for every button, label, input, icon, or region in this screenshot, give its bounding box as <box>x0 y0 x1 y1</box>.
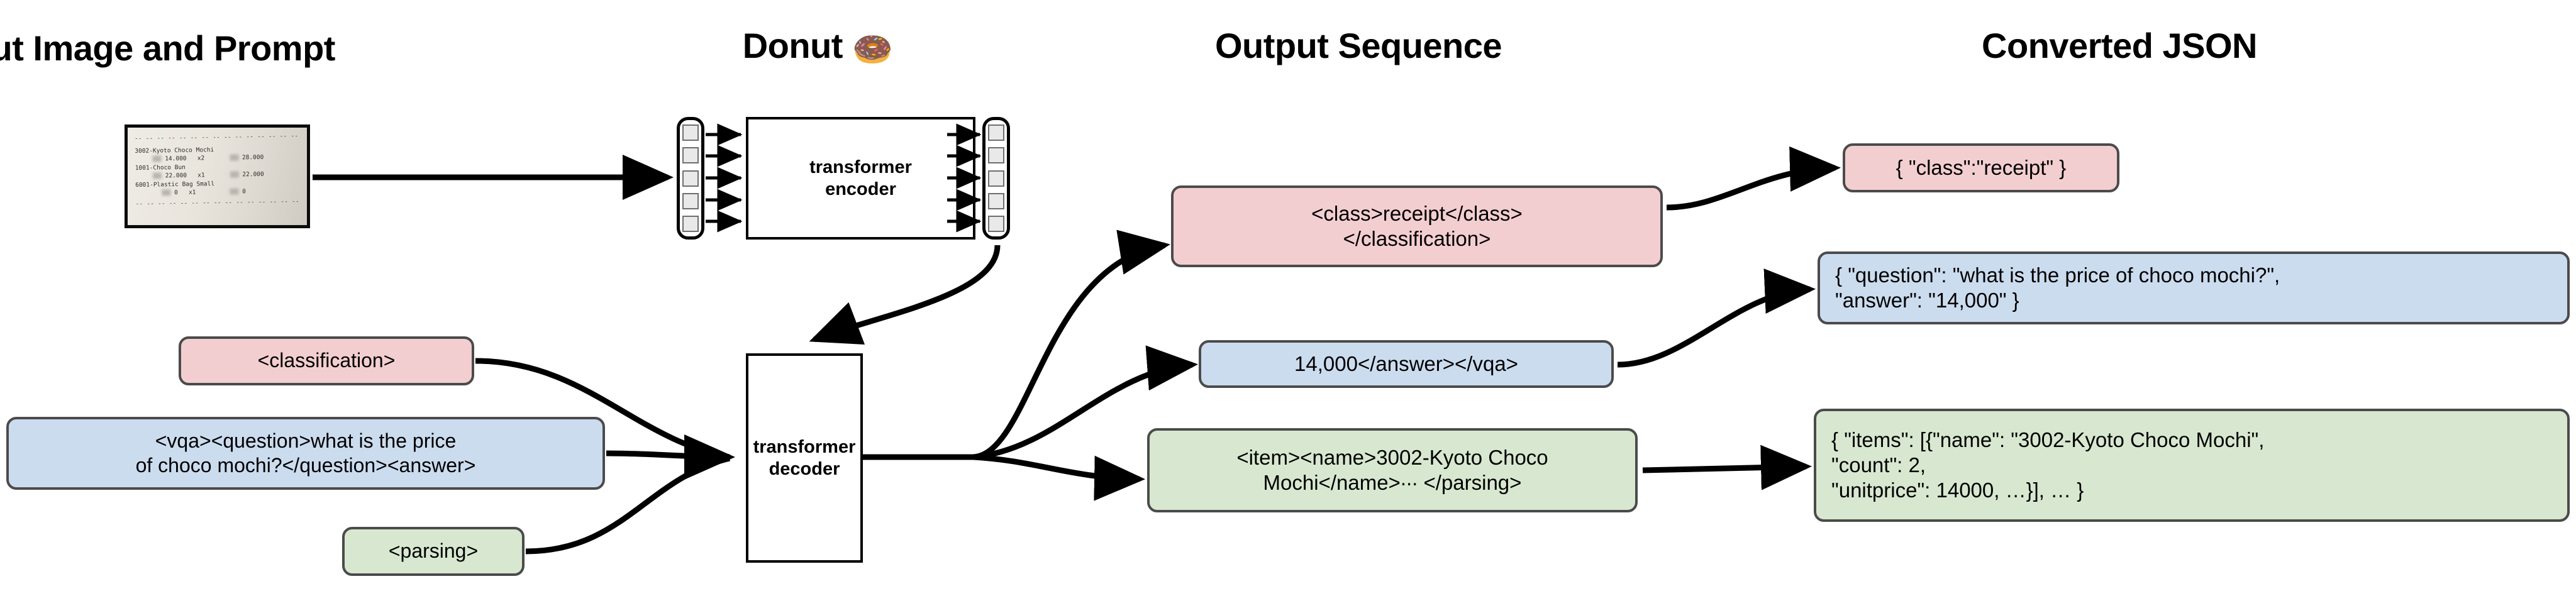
transformer-decoder-box: transformer decoder <box>746 353 863 563</box>
output-classification-label: <class>receipt</class> </classification> <box>1311 201 1523 250</box>
prompt-classification-label: <classification> <box>257 349 396 372</box>
header-converted-json: Converted JSON <box>1982 25 2258 66</box>
prompt-vqa-label: <vqa><question>what is the price of choc… <box>135 429 476 477</box>
token-square <box>682 147 699 164</box>
header-label: Input Image and Prompt <box>0 28 335 68</box>
json-vqa-label: { "question": "what is the price of choc… <box>1835 263 2280 312</box>
token-square <box>682 216 699 232</box>
arrow-output-to-json-vqa <box>1617 268 1816 368</box>
receipt-text: -- -- -- -- -- -- -- -- -- -- -- -- -- -… <box>128 128 307 225</box>
prompt-classification-box[interactable]: <classification> <box>179 336 474 385</box>
token-square <box>988 216 1004 232</box>
redaction-block <box>230 188 239 195</box>
donut-icon: 🍩 <box>852 31 893 68</box>
prompt-parsing-box[interactable]: <parsing> <box>342 527 525 576</box>
encoder-input-token-strip <box>677 117 704 240</box>
prompt-parsing-label: <parsing> <box>388 539 479 563</box>
arrow-output-to-json-classification <box>1666 146 1841 211</box>
transformer-decoder-label: transformer decoder <box>753 437 856 479</box>
output-classification-box[interactable]: <class>receipt</class> </classification> <box>1171 185 1663 267</box>
json-vqa-box[interactable]: { "question": "what is the price of choc… <box>1818 251 2570 324</box>
token-square <box>988 170 1004 187</box>
token-square <box>682 124 699 141</box>
redaction-block <box>230 154 239 161</box>
header-donut: Donut 🍩 <box>743 25 893 69</box>
token-square <box>682 192 699 209</box>
header-input-image-and-prompt: Input Image and Prompt <box>0 28 335 69</box>
redaction-block <box>230 171 239 178</box>
json-parsing-label: { "items": [{"name": "3002-Kyoto Choco M… <box>1831 428 2265 502</box>
redaction-block <box>162 189 171 196</box>
output-parsing-label: <item><name>3002-Kyoto Choco Mochi</name… <box>1236 445 1548 494</box>
token-square <box>988 124 1004 141</box>
arrow-output-to-json-parsing <box>1642 445 1812 490</box>
header-output-sequence: Output Sequence <box>1215 25 1502 66</box>
header-label: Converted JSON <box>1982 26 2258 65</box>
encoder-output-token-strip <box>982 117 1010 240</box>
receipt-bottom-rule: -- -- -- -- -- -- -- -- -- -- -- -- -- -… <box>135 197 300 207</box>
json-parsing-box[interactable]: { "items": [{"name": "3002-Kyoto Choco M… <box>1814 409 2570 522</box>
output-vqa-box[interactable]: 14,000</answer></vqa> <box>1199 340 1614 388</box>
token-square <box>988 147 1004 164</box>
redaction-block <box>152 172 162 179</box>
redaction-block <box>152 155 162 162</box>
header-label: Output Sequence <box>1214 26 1502 65</box>
arrow-decoder-to-classification-output <box>973 229 1170 460</box>
transformer-encoder-label: transformer encoder <box>809 157 912 199</box>
input-receipt-image: -- -- -- -- -- -- -- -- -- -- -- -- -- -… <box>125 124 310 228</box>
prompt-vqa-box[interactable]: <vqa><question>what is the price of choc… <box>6 417 605 490</box>
header-label: Donut <box>742 26 843 65</box>
output-vqa-label: 14,000</answer></vqa> <box>1294 351 1518 375</box>
output-parsing-box[interactable]: <item><name>3002-Kyoto Choco Mochi</name… <box>1147 428 1638 512</box>
arrow-vqa-prompt-to-decoder <box>606 434 735 480</box>
token-square <box>988 192 1004 209</box>
arrow-decoder-to-parsing-output <box>973 454 1145 501</box>
token-square <box>682 170 699 187</box>
json-classification-label: { "class":"receipt" } <box>1896 155 2067 179</box>
json-classification-box[interactable]: { "class":"receipt" } <box>1843 143 2119 192</box>
transformer-encoder-box: transformer encoder <box>746 117 975 240</box>
arrow-encoder-to-decoder <box>809 245 1001 345</box>
